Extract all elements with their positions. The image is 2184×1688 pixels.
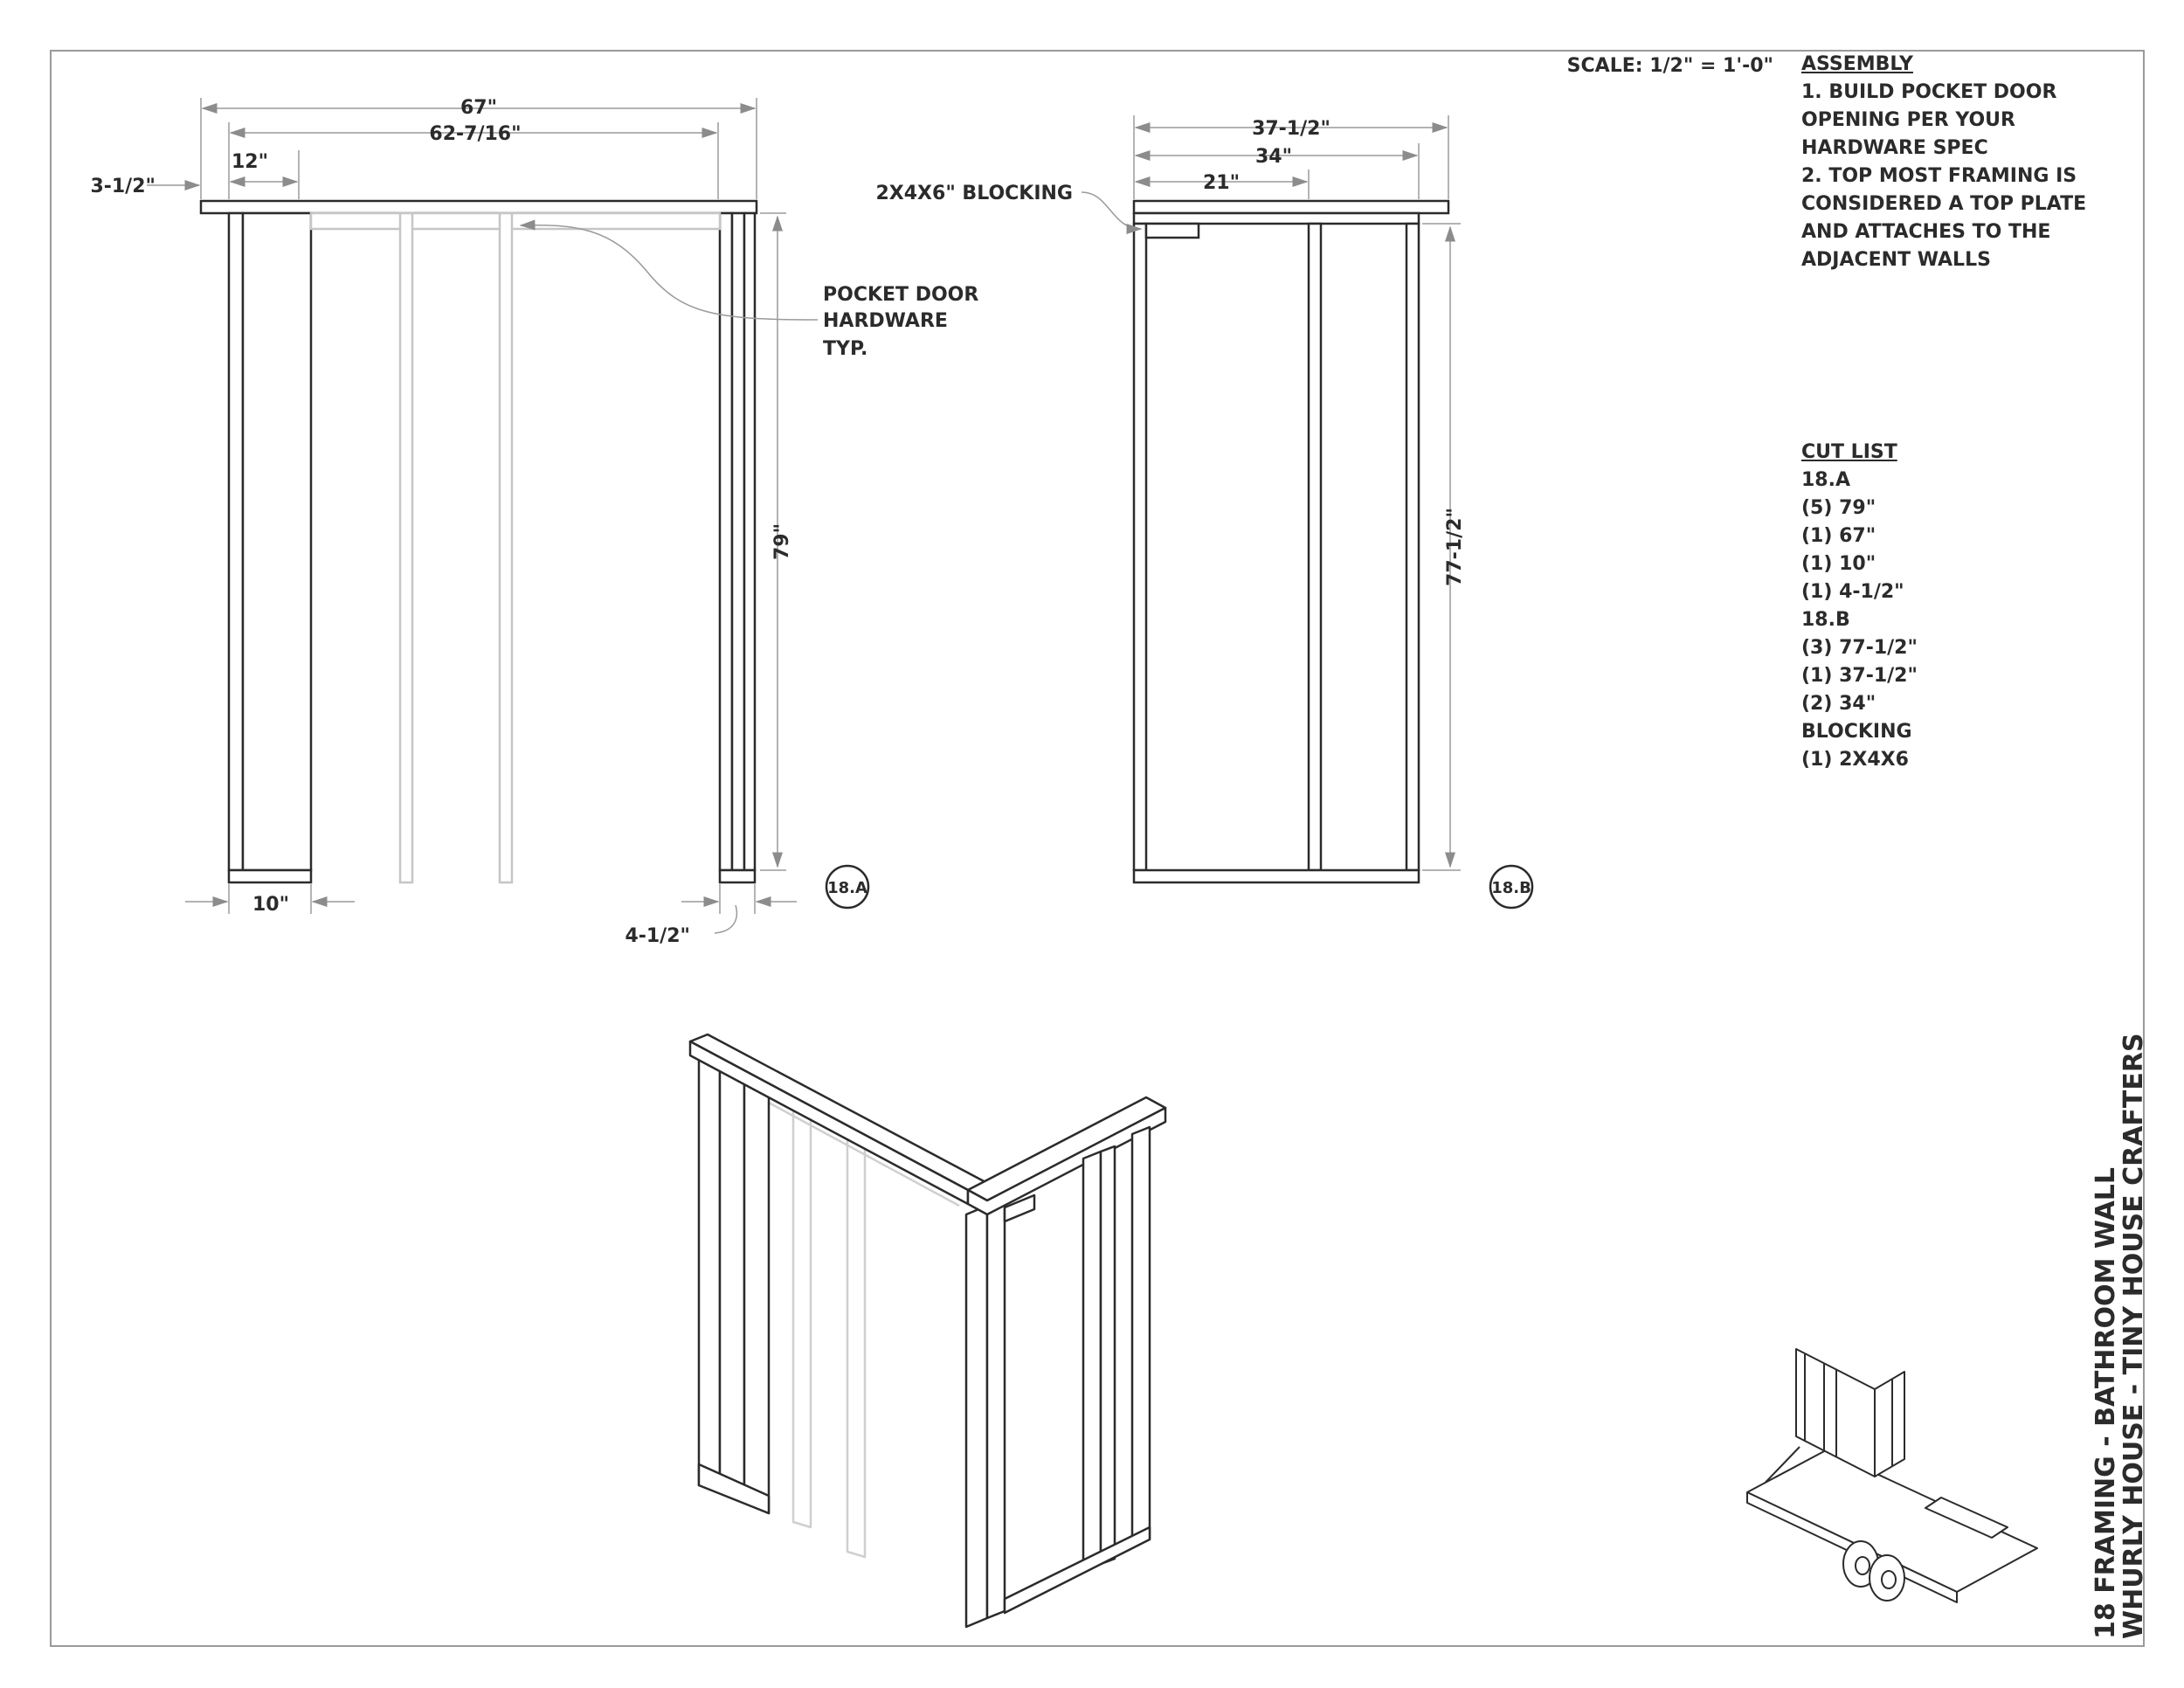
thumb-wall-right bbox=[1874, 1371, 1905, 1477]
pocket-hardware-rail bbox=[309, 211, 722, 231]
iso-left-stud-3 bbox=[743, 1075, 771, 1515]
cap-plate-18b bbox=[1132, 211, 1420, 225]
assembly-step2-line4: ADJACENT WALLS bbox=[1801, 249, 1991, 271]
assembly-step2-line2: CONSIDERED A TOP PLATE bbox=[1801, 193, 2087, 215]
iso-left-stud-2 bbox=[718, 1064, 746, 1505]
assembly-step1-line1: 1. BUILD POCKET DOOR bbox=[1801, 81, 2057, 103]
dim-height-18a: 79" bbox=[771, 523, 793, 560]
dims-18b bbox=[1081, 115, 1461, 871]
iso-corner-block bbox=[1003, 1193, 1036, 1223]
left-bottom-block bbox=[227, 868, 313, 884]
dim-opening-18a: 62-7/16" bbox=[429, 123, 521, 145]
iso-short-stud-mid bbox=[1082, 1150, 1102, 1573]
dim-mid-18b: 34" bbox=[1255, 146, 1292, 168]
dim-bottom-right-18a: 4-1/2" bbox=[625, 925, 690, 947]
cut-list-a-label: 18.A bbox=[1801, 469, 1850, 491]
pocket-door-callout-1: POCKET DOOR bbox=[823, 284, 978, 306]
stud-mid-18b bbox=[1307, 222, 1323, 872]
view-tag-circle-18a bbox=[825, 864, 870, 910]
cut-list-a-item: (5) 79" bbox=[1801, 497, 1876, 519]
cut-list-blocking-label: BLOCKING bbox=[1801, 721, 1912, 743]
iso-hardware-rail bbox=[768, 1101, 960, 1207]
assembly-step1-line2: OPENING PER YOUR bbox=[1801, 109, 2015, 131]
stud-left-18b bbox=[1132, 222, 1148, 872]
assembly-step2-line1: 2. TOP MOST FRAMING IS bbox=[1801, 165, 2077, 187]
blocking-18b bbox=[1144, 222, 1200, 239]
iso-hardware-post-2 bbox=[846, 1134, 867, 1559]
cut-list-b-item: (1) 37-1/2" bbox=[1801, 665, 1918, 687]
iso-hardware-post-1 bbox=[791, 1104, 812, 1529]
dim-plate-offset-18a: 3-1/2" bbox=[90, 176, 156, 197]
trailer-wheel-2-hub bbox=[1881, 1570, 1897, 1589]
cut-list-a-item: (1) 4-1/2" bbox=[1801, 581, 1904, 603]
assembly-notes: ASSEMBLY 1. BUILD POCKET DOOR OPENING PE… bbox=[1801, 51, 2116, 274]
right-stud-a bbox=[718, 211, 734, 872]
trailer-wheel-1-hub bbox=[1855, 1556, 1870, 1575]
right-stud-c bbox=[743, 211, 757, 872]
cut-list-heading: CUT LIST bbox=[1801, 441, 1897, 463]
dim-bottom-left-18a: 10" bbox=[252, 894, 289, 916]
pocket-hardware-post-2 bbox=[498, 211, 514, 884]
iso-corner-stud-2 bbox=[985, 1197, 1006, 1620]
iso-left-bottom bbox=[697, 1463, 771, 1515]
trailer-thumbnail bbox=[1746, 1348, 2038, 1603]
left-stud-outer bbox=[227, 211, 245, 872]
assembly-step2-line3: AND ATTACHES TO THE bbox=[1801, 221, 2051, 243]
left-stud-inner bbox=[241, 211, 313, 872]
iso-short-stud-end bbox=[1130, 1125, 1151, 1548]
top-plate-18a bbox=[199, 199, 758, 215]
top-plate-18b bbox=[1132, 199, 1450, 215]
bottom-plate-18b bbox=[1132, 868, 1420, 884]
title-block-line-1: 18 FRAMING - BATHROOM WALL bbox=[2091, 1167, 2121, 1639]
right-bottom-block bbox=[718, 868, 757, 884]
assembly-heading: ASSEMBLY bbox=[1801, 53, 1913, 75]
sheet-border bbox=[50, 50, 2145, 1647]
cut-list-blocking-item: (1) 2X4X6 bbox=[1801, 749, 1909, 771]
pocket-door-callout-2: HARDWARE bbox=[823, 310, 948, 332]
dims-18a bbox=[147, 98, 819, 934]
iso-left-stud-1 bbox=[697, 1057, 722, 1494]
pocket-door-callout-3: TYP. bbox=[823, 338, 867, 360]
cut-list-b-item: (3) 77-1/2" bbox=[1801, 637, 1918, 659]
dim-height-18b: 77-1/2" bbox=[1444, 508, 1466, 586]
blocking-callout: 2X4X6" BLOCKING bbox=[875, 183, 1073, 204]
scale-note: SCALE: 1/2" = 1'-0" bbox=[1567, 55, 1773, 77]
title-block-line-2: WHURLY HOUSE - TINY HOUSE CRAFTERS bbox=[2118, 1033, 2149, 1639]
view-tag-18b: 18.B bbox=[1491, 879, 1531, 897]
elevation-18b bbox=[1132, 199, 1450, 884]
dim-stud-18b: 21" bbox=[1203, 172, 1240, 194]
assembly-step1-line3: HARDWARE SPEC bbox=[1801, 137, 1988, 159]
elevation-18a bbox=[199, 199, 758, 884]
dim-overall-18a: 67" bbox=[460, 97, 497, 119]
cut-list-a-item: (1) 67" bbox=[1801, 525, 1876, 547]
isometric-view bbox=[688, 1033, 1167, 1629]
cut-list-b-label: 18.B bbox=[1801, 609, 1850, 631]
iso-corner-stud-1 bbox=[964, 1204, 989, 1629]
trailer-fender bbox=[1925, 1497, 2008, 1539]
cut-list: CUT LIST 18.A (5) 79" (1) 67" (1) 10" (1… bbox=[1801, 439, 2081, 774]
view-tag-circle-18b bbox=[1489, 864, 1534, 910]
cut-list-b-item: (2) 34" bbox=[1801, 693, 1876, 715]
cut-list-a-item: (1) 10" bbox=[1801, 553, 1876, 575]
iso-short-bottom bbox=[1003, 1525, 1151, 1615]
pocket-hardware-post-1 bbox=[398, 211, 414, 884]
dim-stud-offset-18a: 12" bbox=[232, 151, 268, 173]
view-tag-18a: 18.A bbox=[827, 879, 867, 897]
iso-short-stud-mid-b bbox=[1099, 1145, 1116, 1566]
stud-right-18b bbox=[1405, 222, 1420, 872]
iso-top-plate-right-face bbox=[966, 1106, 1167, 1216]
right-stud-b bbox=[730, 211, 746, 872]
dim-overall-18b: 37-1/2" bbox=[1252, 118, 1330, 140]
